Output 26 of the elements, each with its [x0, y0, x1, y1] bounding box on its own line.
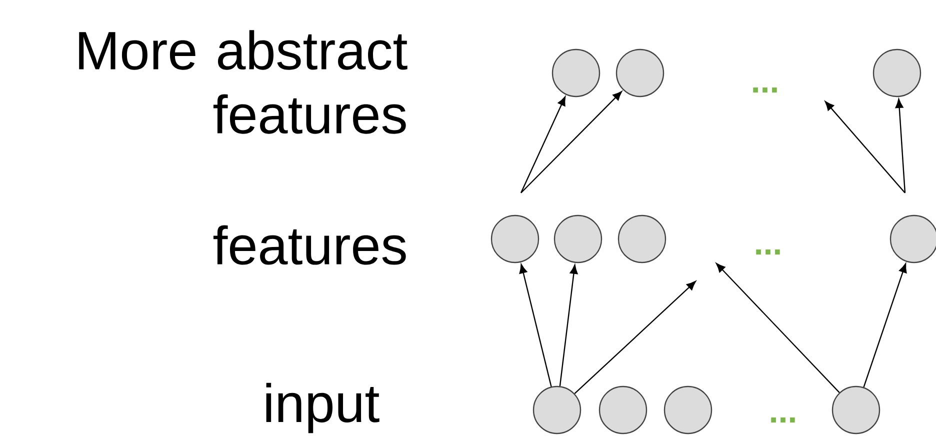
layer-label: input — [266, 382, 380, 434]
arrow — [520, 96, 566, 194]
neuron-circle — [554, 214, 602, 264]
arrow — [520, 91, 622, 194]
neuron-circle — [664, 386, 712, 434]
neuron-circle — [532, 386, 582, 434]
arrow — [863, 263, 907, 388]
arrow — [574, 280, 696, 394]
neuron-circle — [832, 386, 880, 434]
arrow — [559, 264, 578, 386]
ellipsis-dots: ... — [756, 249, 780, 255]
neuron-circle — [616, 48, 664, 98]
arrow — [519, 264, 552, 387]
neuron-circle — [872, 48, 922, 98]
ellipsis-dots: ... — [753, 87, 777, 93]
neuron-circle — [552, 48, 600, 98]
neuron-circle — [598, 386, 648, 434]
neuron-circle — [890, 214, 936, 264]
arrow — [716, 263, 840, 393]
ellipsis-dots: ... — [771, 417, 795, 423]
arrow — [895, 98, 906, 193]
layer-label: features — [213, 225, 406, 265]
layer-label: More abstract features — [79, 30, 408, 134]
arrow — [824, 101, 906, 194]
neuron-circle — [618, 214, 666, 264]
neuron-circle — [490, 214, 540, 264]
